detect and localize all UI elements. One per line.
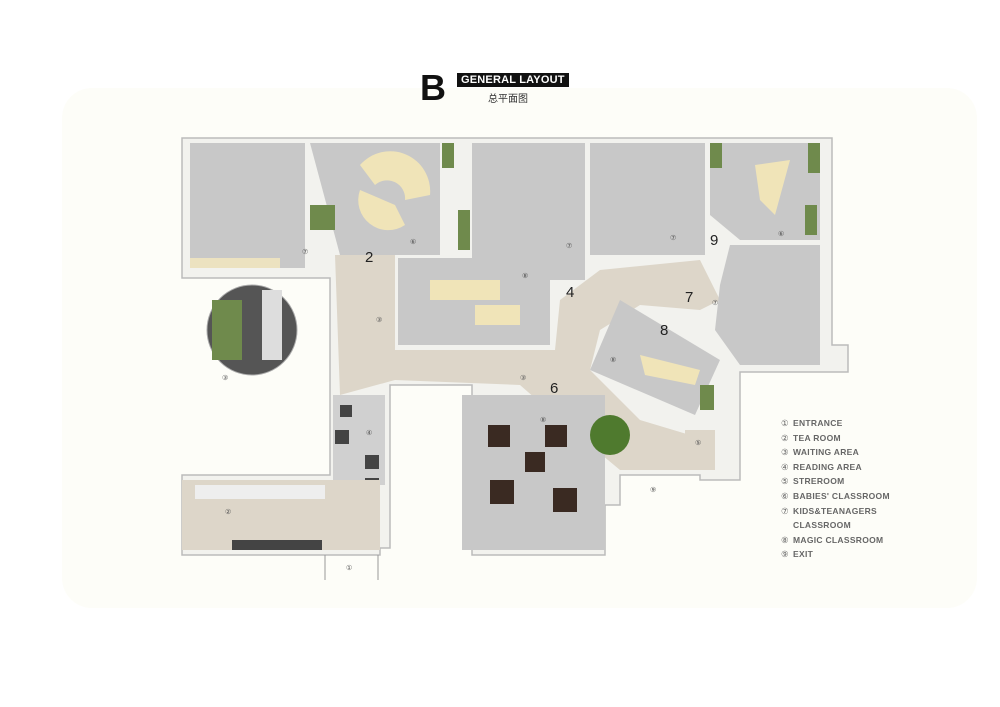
page-subtitle: 总平面图: [488, 94, 528, 105]
storeroom: [685, 430, 715, 470]
inset-stair-view: [206, 284, 298, 376]
room-magic-center: [398, 258, 550, 345]
room-kids-3: [590, 143, 705, 255]
tree: [590, 415, 630, 455]
room-label: ⑧: [610, 356, 616, 364]
legend-item-cont: CLASSROOM: [793, 520, 851, 531]
room-babies-1: [310, 143, 440, 255]
room-magic-rotated: [590, 300, 720, 415]
room-label: ④: [366, 429, 372, 437]
room-label: ①: [346, 564, 352, 572]
page-title: GENERAL LAYOUT: [457, 73, 569, 87]
room-label: ⑧: [540, 416, 546, 424]
door-number: 4: [566, 284, 574, 301]
room-label: ⑤: [695, 439, 701, 447]
door-number: 6: [550, 380, 558, 397]
door-number: 8: [660, 322, 668, 339]
section-letter: B: [420, 67, 446, 108]
room-label: ⑥: [410, 238, 416, 246]
room-label: ③: [222, 374, 228, 382]
room-label: ⑦: [302, 248, 308, 256]
room-label: ②: [225, 508, 231, 516]
room-magic-tables: [462, 395, 605, 550]
door-number: 7: [685, 289, 693, 306]
door-number: 9: [710, 232, 718, 249]
room-kids-2: [472, 143, 585, 280]
room-kids-4: [715, 245, 820, 365]
room-label: ⑦: [712, 299, 718, 307]
room-label: ③: [520, 374, 526, 382]
room-label: ③: [376, 316, 382, 324]
room-label: ⑧: [522, 272, 528, 280]
door-number: 2: [365, 249, 373, 266]
room-label: ⑨: [650, 486, 656, 494]
room-label: ⑥: [778, 230, 784, 238]
room-label: ⑦: [670, 234, 676, 242]
room-label: ⑦: [566, 242, 572, 250]
green-panels: [310, 143, 820, 410]
room-kids-1: [190, 143, 305, 268]
